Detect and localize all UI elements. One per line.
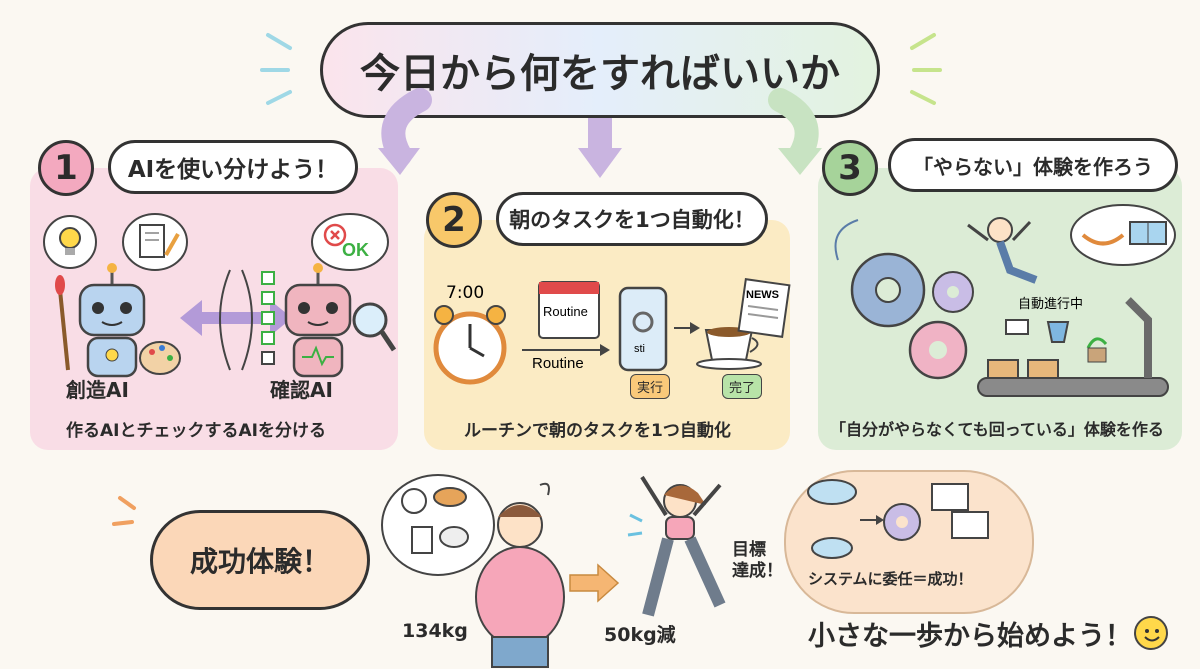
step2-caption: ルーチンで朝のタスクを1つ自動化 [464, 421, 731, 441]
clipboard-icon [411, 526, 433, 554]
before-weight: 134kg [402, 620, 468, 642]
checker-ai-label: 確認AI [270, 378, 333, 402]
system-text: システムに委任＝成功！ [808, 570, 973, 588]
paintbrush-icon [58, 289, 70, 371]
done-badge: 完了 [722, 374, 763, 399]
ok-text: OK [342, 240, 369, 260]
goal-achieved-text: 目標 達成！ [732, 540, 783, 581]
calendar-label: Routine [543, 304, 588, 319]
closing-message: 小さな一歩から始めよう！ [808, 621, 1132, 652]
routine-arrow-label: Routine [532, 355, 584, 372]
plant-icon [1086, 337, 1108, 349]
svg-text:sti: sti [634, 343, 645, 355]
progress-arrow [569, 563, 620, 603]
pencil-icon [164, 233, 180, 256]
step2-heading: 朝のタスクを1つ自動化！ [509, 208, 755, 232]
relaxing-person [987, 217, 1013, 243]
document-icon [139, 224, 165, 258]
burger-icon [433, 487, 467, 507]
system-illustration [807, 479, 989, 559]
gear-icon [632, 311, 654, 333]
step3-heading: 「やらない」体験を作ろう [913, 154, 1153, 179]
step3-illustration: 自動進行中 [834, 204, 1176, 397]
step1-heading-bubble: AIを使い分けよう！ [108, 140, 358, 194]
success-bubble: 成功体験！ [150, 510, 370, 610]
creative-ai-label: 創造AI [66, 378, 129, 402]
success-text: 成功体験！ [189, 545, 330, 578]
smile-icon [1134, 616, 1168, 650]
step3-number: 3 [822, 140, 878, 196]
step2-heading-bubble: 朝のタスクを1つ自動化！ [496, 192, 768, 246]
title-arrows [260, 33, 942, 178]
tangle-icon [401, 488, 427, 514]
step3-caption: 「自分がやらなくても回っている」体験を作る [830, 420, 1164, 439]
checker-robot [284, 283, 352, 337]
step1-caption: 作るAIとチェックするAIを分ける [66, 421, 326, 441]
after-weight: 50kg減 [604, 624, 676, 646]
step1-illustration: OK [43, 213, 397, 378]
hammock-icon [1081, 233, 1125, 246]
page-title: 今日から何をすればいいか [360, 51, 840, 97]
cloud-icon [807, 479, 857, 505]
pet-icon [439, 526, 469, 548]
transformation-illustration [381, 474, 726, 668]
step3-heading-bubble: 「やらない」体験を作ろう [888, 138, 1178, 192]
conveyor-belt [977, 377, 1169, 397]
smartphone-icon [618, 286, 668, 372]
shirt-icon [1046, 321, 1070, 343]
execute-badge: 実行 [630, 374, 671, 399]
step2-number: 2 [426, 192, 482, 248]
step2-illustration: 7:00 Routine Routine sti NEWS [433, 278, 791, 385]
step1-heading: AIを使い分けよう！ [127, 157, 339, 183]
envelope-icon [1005, 319, 1029, 335]
step1-number: 1 [38, 140, 94, 196]
alarm-time: 7:00 [446, 283, 484, 303]
window-icon [931, 483, 969, 511]
lightbulb-icon [59, 227, 81, 249]
success-sparkles [112, 496, 136, 526]
robot-arm [1125, 297, 1152, 378]
magnifier-icon [352, 302, 388, 338]
svg-text:NEWS: NEWS [746, 289, 779, 301]
creative-robot [78, 283, 146, 337]
auto-progress-label: 自動進行中 [1018, 297, 1083, 312]
